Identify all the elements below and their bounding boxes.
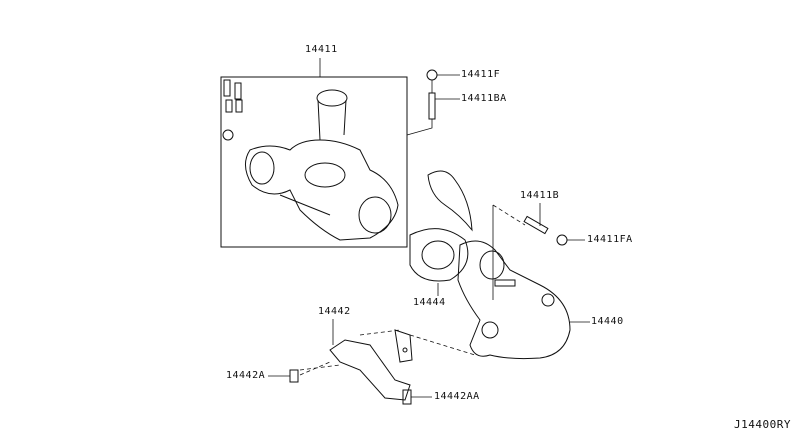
label-14411fa: 14411FA — [587, 234, 633, 245]
stud-icon — [222, 79, 243, 141]
label-14442: 14442 — [318, 306, 351, 317]
turbo-assembly-frame — [220, 76, 408, 248]
heat-shield-icon — [427, 170, 473, 232]
label-14411f: 14411F — [461, 69, 501, 80]
diagram-code: J14400RY — [734, 418, 791, 431]
label-14411ba: 14411BA — [461, 93, 507, 104]
label-14440: 14440 — [591, 316, 624, 327]
stud-icon — [428, 92, 436, 120]
label-14444: 14444 — [413, 297, 446, 308]
bolt-icon — [402, 389, 412, 405]
label-14442aa: 14442AA — [434, 391, 480, 402]
exhaust-manifold-icon — [457, 240, 571, 360]
nut-icon — [426, 69, 438, 81]
label-14411b: 14411B — [520, 190, 560, 201]
turbocharger-icon — [245, 89, 399, 241]
label-14411: 14411 — [305, 44, 338, 55]
bracket-icon — [329, 329, 413, 401]
bolt-icon — [289, 369, 299, 383]
nut-icon — [556, 234, 568, 246]
stud-icon — [523, 215, 549, 235]
label-14442a: 14442A — [226, 370, 266, 381]
gasket-icon — [409, 228, 469, 282]
